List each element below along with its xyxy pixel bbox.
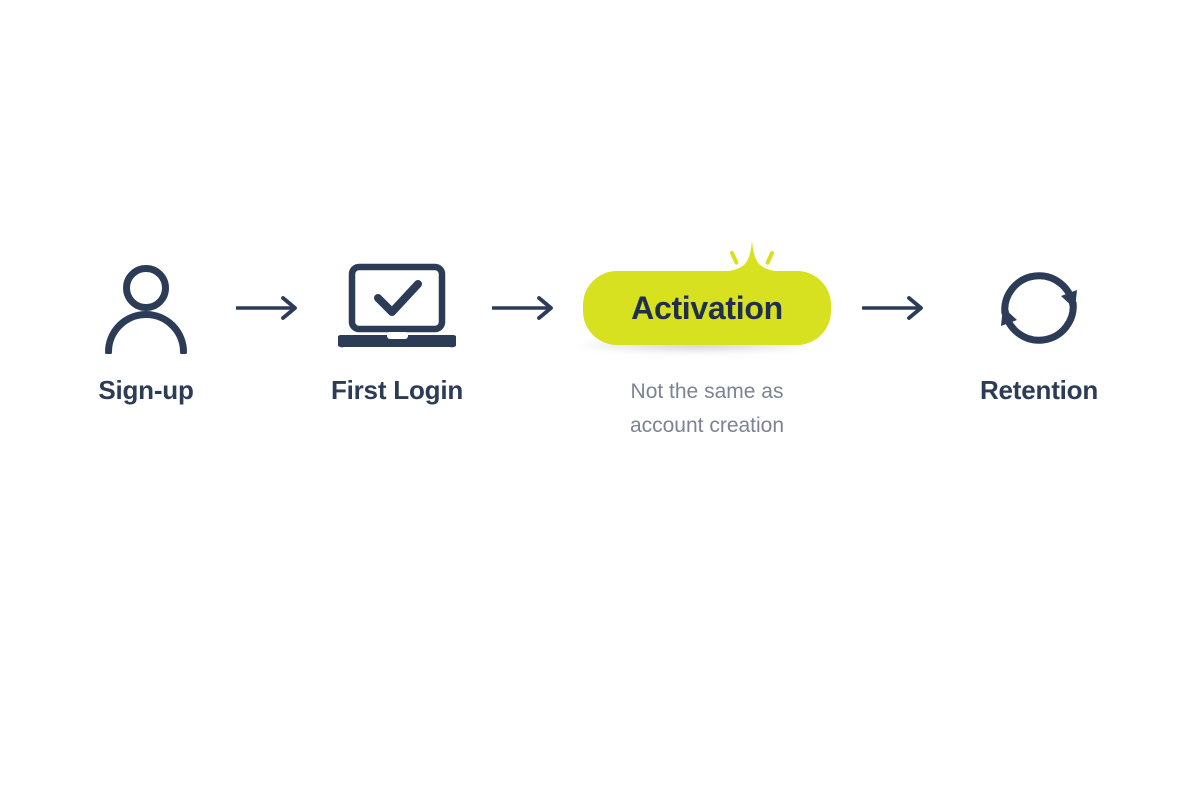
stage-label-retention: Retention xyxy=(979,375,1099,405)
arrow-right-icon-1 xyxy=(221,255,317,361)
user-icon xyxy=(104,255,188,361)
stage-subtitle-activation: Not the same as account creation xyxy=(629,380,785,438)
stage-retention[interactable]: Retention xyxy=(949,255,1129,406)
stage-first-login[interactable]: First Login xyxy=(317,255,477,406)
activation-pill[interactable]: Activation xyxy=(583,271,831,345)
refresh-cycle-icon xyxy=(993,255,1085,361)
stage-sign-up[interactable]: Sign-up xyxy=(71,255,221,406)
stage-activation[interactable]: Activation Not the same as account creat… xyxy=(573,241,841,443)
stage-label-sign-up: Sign-up xyxy=(98,375,194,405)
activation-pill-wrapper: Activation xyxy=(573,241,841,361)
activation-funnel-flow: Sign-up Fi xyxy=(0,241,1200,443)
stage-label-first-login: First Login xyxy=(330,375,464,405)
arrow-right-icon-3 xyxy=(841,255,949,361)
laptop-check-icon xyxy=(338,255,456,361)
stage-label-activation: Activation xyxy=(631,289,783,326)
arrow-right-icon-2 xyxy=(477,255,573,361)
